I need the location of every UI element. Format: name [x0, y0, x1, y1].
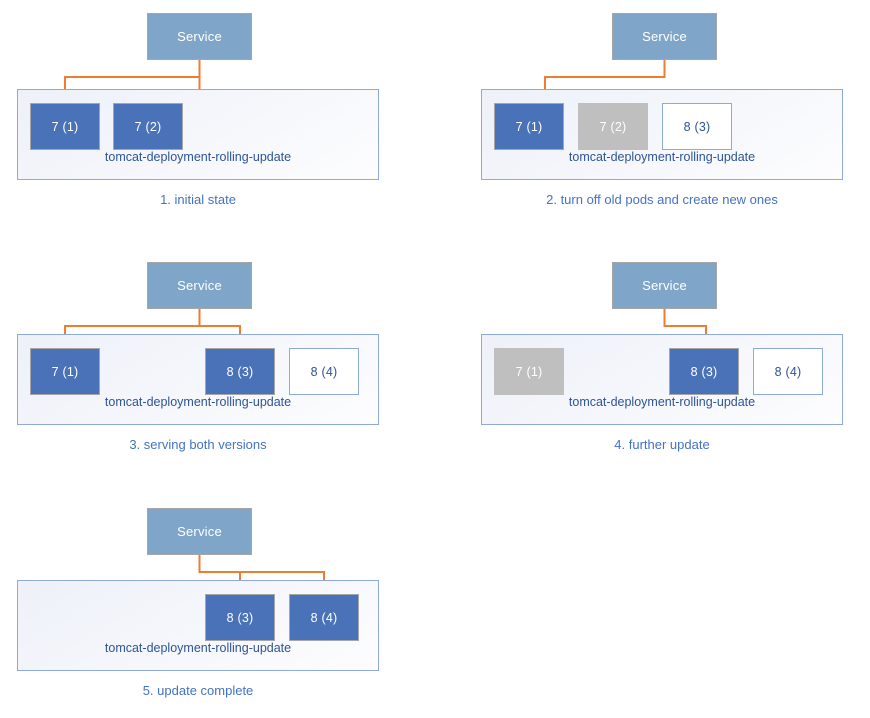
panel-3-caption: 3. serving both versions	[129, 437, 267, 452]
service-box[interactable]: Service	[147, 13, 252, 60]
service-box[interactable]: Service	[147, 508, 252, 555]
pod-8-3[interactable]: 8 (3)	[205, 348, 275, 395]
pod-7-1[interactable]: 7 (1)	[494, 103, 564, 150]
deployment-name-label: tomcat-deployment-rolling-update	[104, 150, 292, 164]
deployment-name-label: tomcat-deployment-rolling-update	[568, 395, 756, 409]
pod-7-2[interactable]: 7 (2)	[578, 103, 648, 150]
pod-7-1[interactable]: 7 (1)	[494, 348, 564, 395]
service-box[interactable]: Service	[612, 262, 717, 309]
deployment-name-label: tomcat-deployment-rolling-update	[104, 641, 292, 655]
panel-2-caption: 2. turn off old pods and create new ones	[546, 192, 778, 207]
deployment-name-label: tomcat-deployment-rolling-update	[568, 150, 756, 164]
pod-8-4[interactable]: 8 (4)	[753, 348, 823, 395]
panel-4-caption: 4. further update	[614, 437, 710, 452]
service-box[interactable]: Service	[612, 13, 717, 60]
pod-8-4[interactable]: 8 (4)	[289, 348, 359, 395]
service-box[interactable]: Service	[147, 262, 252, 309]
pod-7-2[interactable]: 7 (2)	[113, 103, 183, 150]
deployment-name-label: tomcat-deployment-rolling-update	[104, 395, 292, 409]
pod-7-1[interactable]: 7 (1)	[30, 348, 100, 395]
pod-8-4[interactable]: 8 (4)	[289, 594, 359, 641]
pod-7-1[interactable]: 7 (1)	[30, 103, 100, 150]
panel-5-caption: 5. update complete	[142, 683, 254, 698]
pod-8-3[interactable]: 8 (3)	[669, 348, 739, 395]
pod-8-3[interactable]: 8 (3)	[205, 594, 275, 641]
panel-1-caption: 1. initial state	[160, 192, 236, 207]
pod-8-3[interactable]: 8 (3)	[662, 103, 732, 150]
